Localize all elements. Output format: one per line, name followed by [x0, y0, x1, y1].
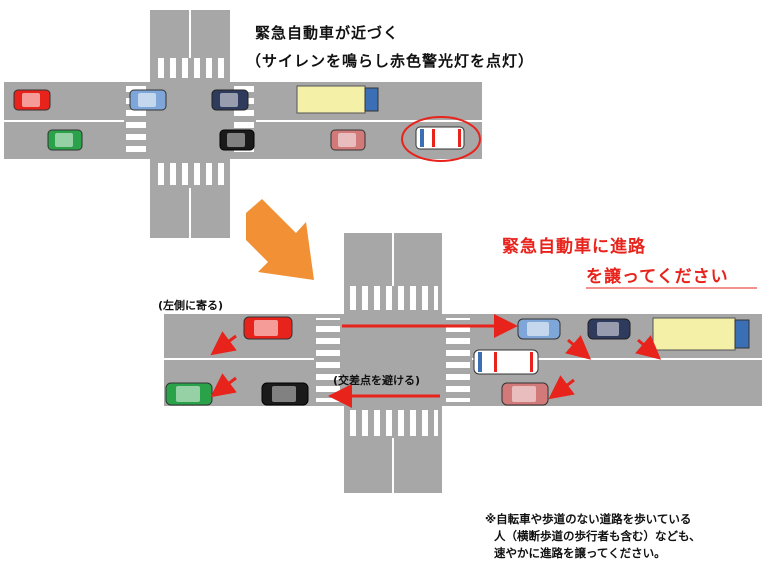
bottom-car-red [243, 316, 293, 340]
top-intersection [4, 10, 482, 238]
bottom-car-blue [517, 318, 561, 340]
headline-line2: を譲ってください [586, 267, 729, 287]
top-car-black [219, 129, 255, 151]
bottom-intersection [164, 233, 762, 493]
bottom-car-navy [587, 318, 631, 340]
bottom-truck [652, 317, 750, 351]
top-car-red [13, 89, 51, 111]
note-line1: ※自転車や歩道のない道路を歩いている [485, 512, 692, 526]
bottom-crosswalk-west [316, 318, 340, 402]
bottom-car-green [165, 382, 213, 406]
top-ambulance [415, 126, 465, 150]
pullover-arrow-pink-car [548, 375, 575, 400]
top-car-pink [330, 129, 366, 151]
top-truck [296, 85, 379, 114]
top-car-green [47, 129, 83, 151]
top-title-line1: 緊急自動車が近づく [255, 24, 400, 42]
ambulance-highlight-circle [401, 116, 481, 162]
top-title-line2: （サイレンを鳴らし赤色警光灯を点灯） [246, 52, 535, 70]
top-car-navy [211, 89, 249, 111]
bottom-car-pink [501, 382, 549, 406]
pullover-arrow-green-car [210, 373, 237, 398]
top-crosswalk-north [154, 58, 226, 78]
transition-arrow [246, 199, 314, 280]
bottom-crosswalk-north [348, 286, 438, 310]
top-car-blue [129, 89, 167, 111]
label-avoid-intersection: (交差点を避ける) [333, 374, 421, 387]
pullover-arrow-navy-car [635, 335, 662, 360]
bottom-crosswalk-east [446, 318, 470, 402]
note-line2: 人（横断歩道の歩行者も含む）なども、 [494, 529, 701, 543]
pullover-arrow-red-car [210, 331, 237, 356]
bottom-ambulance [473, 349, 539, 375]
pullover-arrow-blue-car [565, 335, 592, 360]
headline-line1: 緊急自動車に進路 [502, 237, 646, 257]
top-crosswalk-south [154, 163, 226, 185]
bottom-car-black [261, 382, 309, 406]
note-line3: 速やかに進路を譲ってください。 [494, 546, 666, 560]
bottom-crosswalk-south [348, 410, 438, 436]
label-keep-left: (左側に寄る) [158, 299, 224, 312]
